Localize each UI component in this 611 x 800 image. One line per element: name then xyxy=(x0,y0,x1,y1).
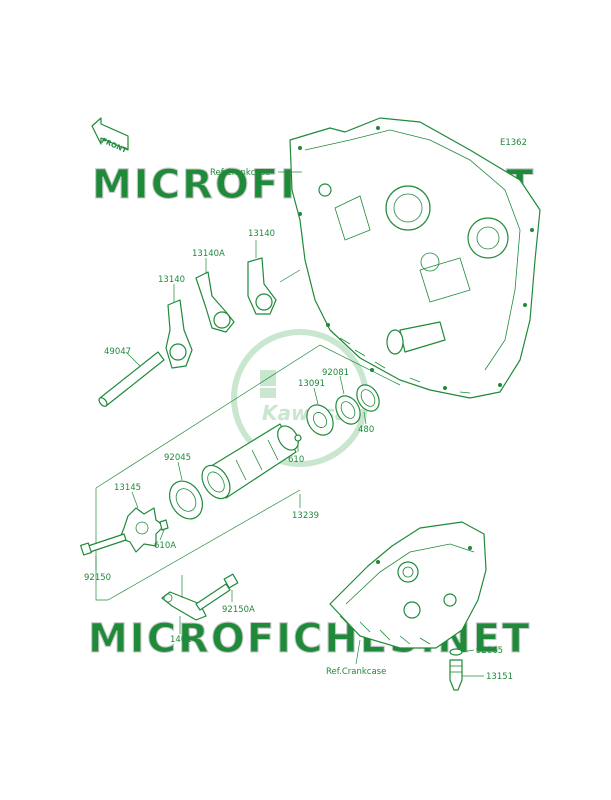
crankcase-upper xyxy=(289,117,541,399)
stopper-14014 xyxy=(161,591,207,621)
pin-610 xyxy=(294,434,302,442)
label-92065: 92065 xyxy=(476,646,503,656)
label-13151: 13151 xyxy=(486,672,513,682)
label-610A: 610A xyxy=(154,541,176,551)
circlip-480 xyxy=(356,384,380,412)
cam-13091 xyxy=(306,404,334,436)
label-14014: 14014 xyxy=(170,635,197,645)
pin-610A xyxy=(159,519,169,531)
label-49047: 49047 xyxy=(104,347,131,357)
label-13140-left: 13140 xyxy=(158,275,185,285)
bearing-92045 xyxy=(169,480,203,520)
assembly-outline xyxy=(95,488,108,601)
label-92150A: 92150A xyxy=(222,605,255,615)
label-92081: 92081 xyxy=(322,368,349,378)
crankcase-lower xyxy=(329,521,487,649)
ring-92081 xyxy=(335,395,361,425)
label-13140A: 13140A xyxy=(192,249,225,259)
washer-92065 xyxy=(449,648,463,656)
label-13145: 13145 xyxy=(114,483,141,493)
front-arrow-icon: FRONT xyxy=(91,117,129,155)
shift-fork-13140-left xyxy=(165,284,193,369)
pin-13151 xyxy=(449,659,463,691)
label-92045: 92045 xyxy=(164,453,191,463)
shift-fork-13140A xyxy=(195,258,235,333)
shift-drum-13239 xyxy=(201,423,299,500)
ref-crankcase-top-label: Ref.Crankcase xyxy=(210,168,270,178)
label-13091: 13091 xyxy=(298,379,325,389)
bolt-92150A xyxy=(195,573,239,611)
bolt-92150 xyxy=(80,533,127,556)
fork-shaft-49047 xyxy=(98,351,165,407)
label-13239: 13239 xyxy=(292,511,319,521)
label-480: 480 xyxy=(358,425,374,435)
ref-crankcase-bottom-label: Ref.Crankcase xyxy=(326,667,386,677)
label-610: 610 xyxy=(288,455,304,465)
diagram-code: E1362 xyxy=(500,138,527,148)
label-92150: 92150 xyxy=(84,573,111,583)
shift-fork-13140-right xyxy=(247,240,301,315)
label-13140-right: 13140 xyxy=(248,229,275,239)
drum-group-outline xyxy=(95,344,401,489)
